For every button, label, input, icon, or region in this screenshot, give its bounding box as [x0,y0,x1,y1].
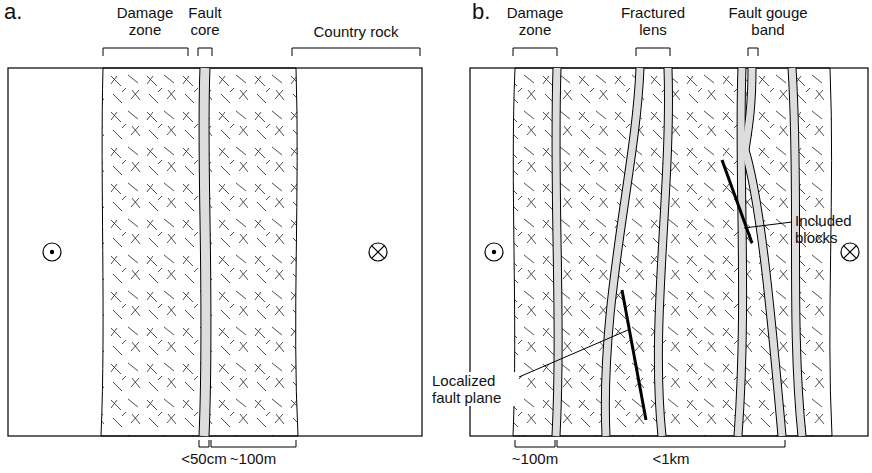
damage-zone [101,68,298,436]
into-page-symbol [841,243,859,261]
panel-frame [8,68,422,436]
zone-label: Damage zone [500,4,570,38]
dimension: <1km [652,450,689,467]
zone-label: Fault gouge band [721,4,816,38]
panel-frame [470,68,868,436]
dimension: ~100m [512,450,558,467]
out-of-page-symbol [43,243,61,261]
zone-label: Fractured lens [613,4,693,38]
fault-core-outline [204,68,206,436]
zone-label: Country rock [313,23,398,40]
localized-fault-plane [622,290,646,420]
damage-zone [513,68,832,436]
included-block [722,160,752,243]
panel-letter: b. [472,0,490,24]
zone-label: Damage zone [110,4,180,38]
dimension: ~100m [230,450,276,467]
brackets [103,48,420,447]
callout-label: Included blocks [795,212,870,246]
gouge-band-outlines [556,68,802,436]
panel-letter: a. [4,0,22,24]
callout-label: Localized fault plane [430,372,519,406]
brackets [513,48,785,447]
out-of-page-symbol [485,243,503,261]
dimension: <50cm [181,450,226,467]
into-page-symbol [369,243,387,261]
fault-core [204,68,206,436]
gouge-bands [556,68,802,436]
zone-label: Fault core [180,4,230,38]
leader-lines [512,222,792,380]
